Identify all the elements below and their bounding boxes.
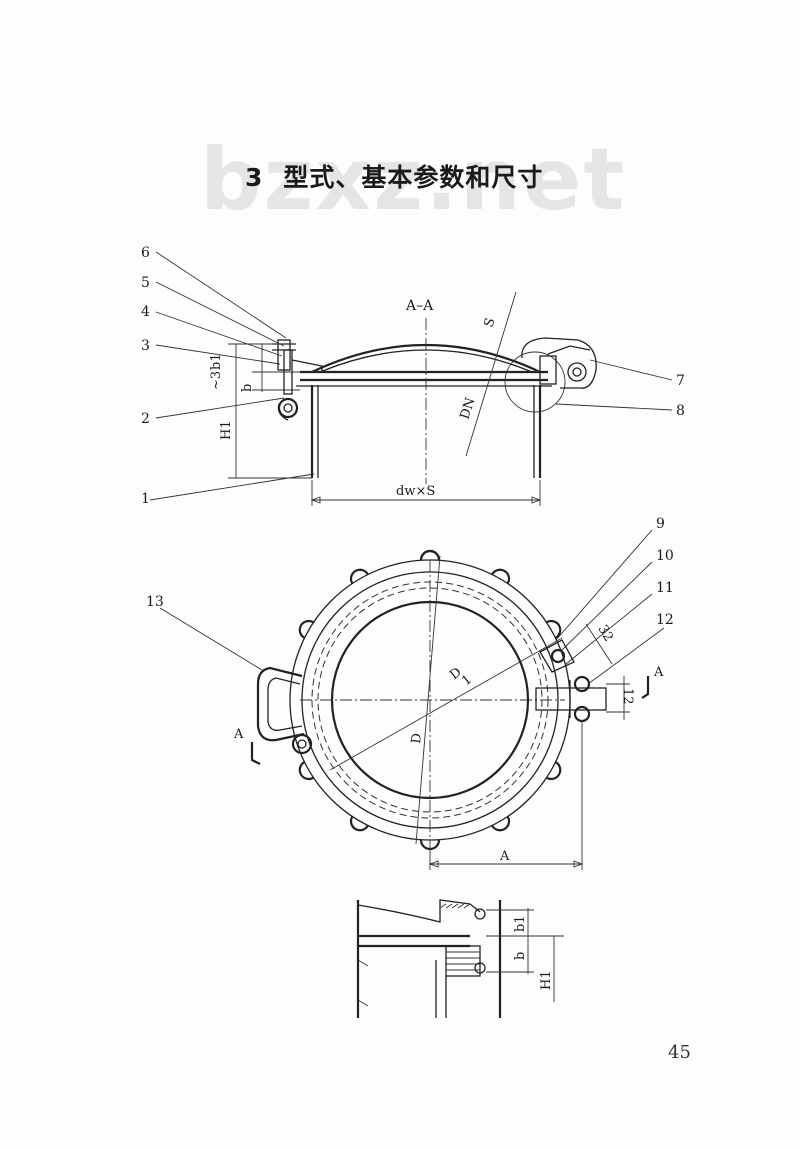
callout-2: 2 — [141, 411, 150, 427]
callout-4: 4 — [141, 304, 150, 320]
section-view-a-a: DN S A–A dw×S H1 b ~3 b1 — [141, 245, 685, 507]
section-title: 型式、基本参数和尺寸 — [283, 163, 544, 192]
section-a-a-label: A–A — [405, 298, 434, 314]
callout-12: 12 — [656, 612, 674, 628]
lug-3 — [546, 619, 562, 639]
detail-h1-label: H1 — [539, 970, 554, 990]
dw-s-label: dw×S — [396, 484, 435, 499]
watermark: bzxz.net — [200, 130, 627, 230]
lug-10 — [349, 568, 369, 584]
d-label: D — [409, 732, 425, 744]
lug-2 — [491, 568, 511, 584]
lug-5 — [491, 816, 511, 832]
approx-3-label: ~3 — [209, 371, 224, 390]
section-number: 3 — [245, 163, 264, 192]
dn-label: DN — [458, 396, 479, 421]
callout-8: 8 — [676, 403, 685, 419]
callout-10: 10 — [656, 548, 674, 564]
callout-13: 13 — [146, 594, 164, 610]
section-heading: 3 型式、基本参数和尺寸 — [245, 158, 543, 194]
lug-8 — [298, 761, 314, 781]
callout-7: 7 — [676, 373, 685, 389]
page-number: 45 — [668, 1042, 691, 1063]
callout-6: 6 — [141, 245, 150, 261]
callout-5: 5 — [141, 275, 150, 291]
section-marker-left: A — [233, 727, 244, 742]
detail-view: b1 b H1 — [356, 899, 564, 1018]
lug-11 — [419, 549, 441, 561]
b-label: b — [240, 384, 255, 392]
detail-b1-label: b1 — [513, 915, 528, 932]
plan-view: D 1 D 32 12 A — [146, 516, 674, 870]
d1-subscript: 1 — [459, 672, 475, 689]
detail-b-label: b — [513, 952, 528, 960]
h1-label: H1 — [219, 420, 234, 440]
lug-7 — [349, 816, 369, 832]
dim-12-label: 12 — [620, 688, 635, 705]
b1-label: b1 — [209, 353, 224, 370]
section-marker-right: A — [653, 665, 664, 680]
lug-9 — [298, 619, 314, 639]
s-label: S — [482, 316, 499, 329]
distance-a-label: A — [499, 849, 510, 864]
callout-11: 11 — [656, 580, 674, 596]
clamp-lugs — [298, 549, 562, 851]
lug-4 — [546, 761, 562, 781]
callout-3: 3 — [141, 338, 150, 354]
callout-1: 1 — [141, 491, 150, 507]
callout-9: 9 — [656, 516, 665, 532]
